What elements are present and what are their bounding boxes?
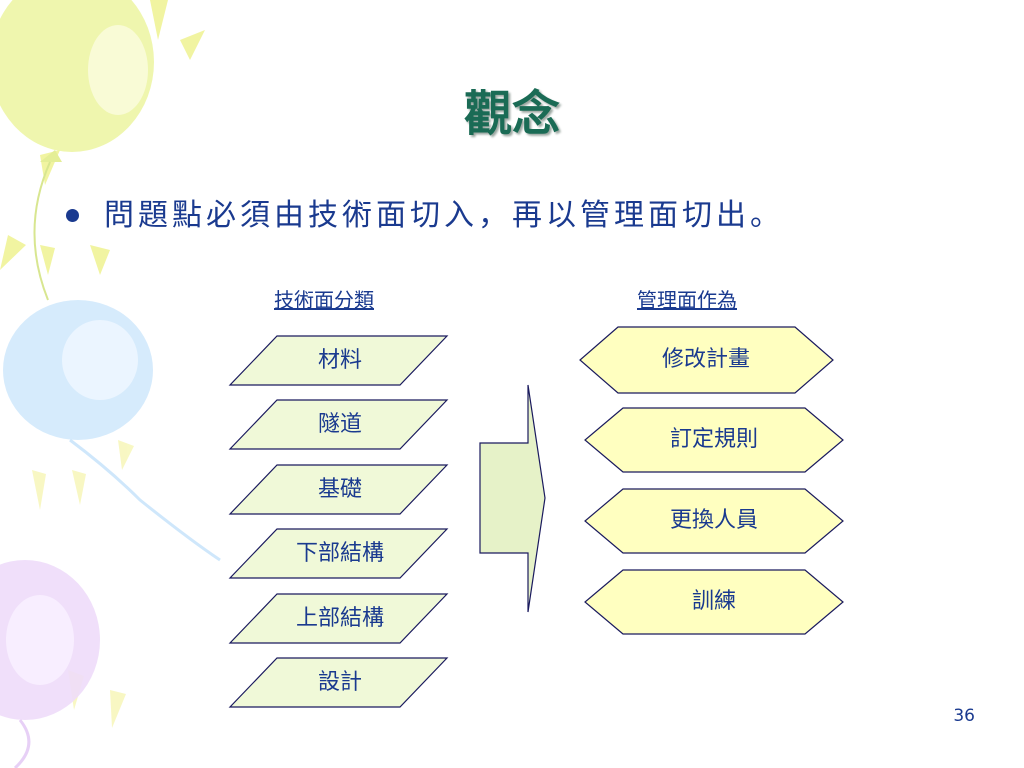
action-box-training bbox=[584, 569, 844, 635]
category-label: 上部結構 bbox=[295, 606, 384, 631]
category-label: 下部結構 bbox=[295, 541, 384, 566]
action-box-set-rules bbox=[584, 407, 844, 473]
action-label: 更換人員 bbox=[669, 508, 758, 533]
category-box-foundation bbox=[228, 464, 449, 515]
category-box-substructure bbox=[228, 528, 449, 579]
category-box-materials bbox=[228, 335, 449, 386]
slide-title: 觀念 bbox=[463, 86, 560, 142]
action-box-revise-plan bbox=[579, 326, 834, 394]
flow-arrow bbox=[479, 384, 546, 613]
category-label: 材料 bbox=[317, 348, 362, 373]
bullet-dot-icon bbox=[66, 209, 79, 222]
category-label: 隧道 bbox=[317, 412, 362, 437]
category-label: 基礎 bbox=[317, 477, 362, 502]
category-box-tunnel bbox=[228, 399, 449, 450]
left-heading: 技術面分類 bbox=[274, 288, 374, 312]
category-box-superstructure bbox=[228, 593, 449, 644]
category-label: 設計 bbox=[317, 670, 362, 695]
right-heading: 管理面作為 bbox=[637, 288, 737, 312]
action-label: 訓練 bbox=[691, 589, 736, 614]
action-label: 訂定規則 bbox=[669, 427, 758, 452]
action-box-replace-staff bbox=[584, 488, 844, 554]
category-box-design bbox=[228, 657, 449, 708]
bullet-text: 問題點必須由技術面切入，再以管理面切出。 bbox=[104, 198, 784, 233]
page-number: 36 bbox=[953, 706, 975, 726]
action-label: 修改計畫 bbox=[661, 347, 750, 372]
bullet-point: 問題點必須由技術面切入，再以管理面切出。 bbox=[66, 193, 996, 239]
